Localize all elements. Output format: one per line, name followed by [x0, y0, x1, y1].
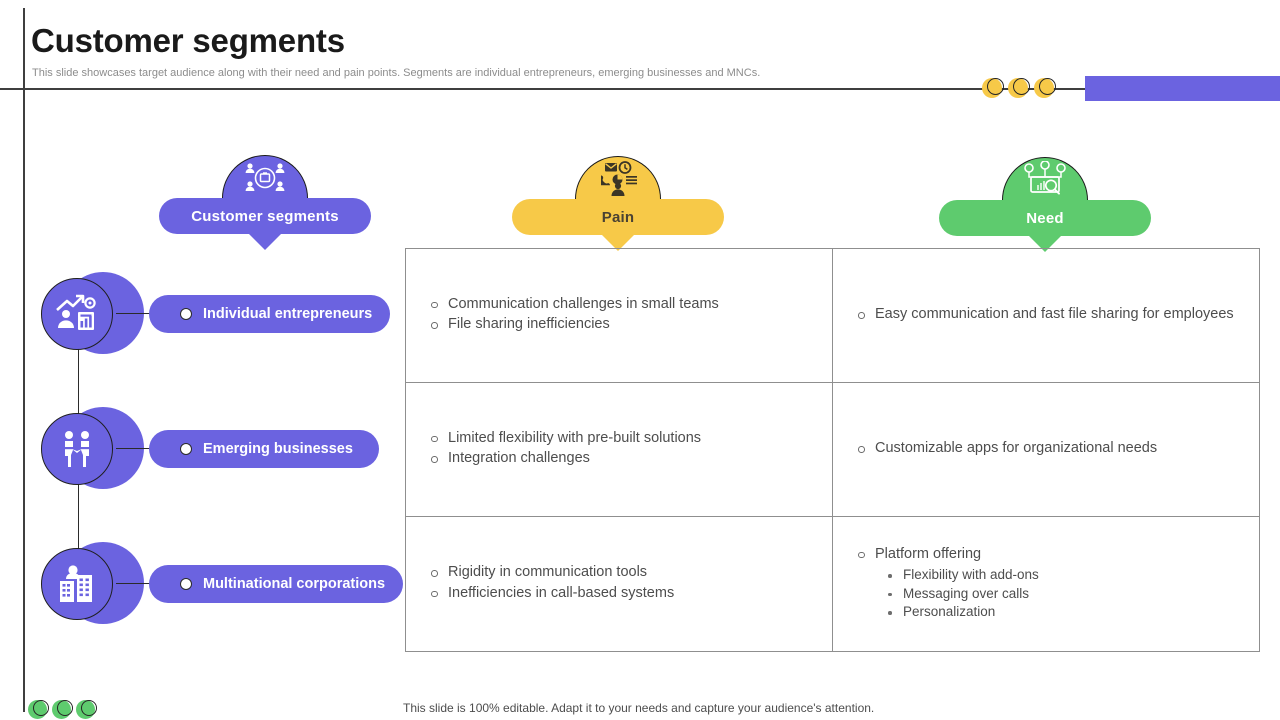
corporate-buildings-icon	[41, 548, 113, 620]
people-network-icon	[222, 155, 308, 198]
segment-connector-knob	[180, 308, 192, 320]
footer-dot-icon-1	[28, 700, 49, 719]
bullet-list: Communication challenges in small teams …	[420, 295, 818, 336]
list-item: Easy communication and fast file sharing…	[847, 305, 1245, 325]
column-header-pain-pill: Pain	[512, 199, 724, 235]
sub-bullet-list: Flexibility with add-ons Messaging over …	[875, 566, 1245, 622]
segments-pointer	[249, 234, 281, 250]
list-item: Limited flexibility with pre-built solut…	[420, 429, 818, 449]
footer-dot-icon-3	[76, 700, 97, 719]
footer-note: This slide is 100% editable. Adapt it to…	[403, 701, 875, 715]
pain-pointer	[602, 235, 634, 251]
header-dot-group	[982, 78, 1056, 98]
header-accent-bar	[1085, 76, 1280, 101]
communication-problems-icon	[575, 156, 661, 199]
matrix-cell-pain-2: Limited flexibility with pre-built solut…	[405, 382, 833, 518]
list-item: Platform offering Flexibility with add-o…	[847, 545, 1245, 622]
footer-dot-group	[28, 700, 97, 719]
list-item: Communication challenges in small teams	[420, 295, 818, 315]
column-header-segments-label: Customer segments	[191, 207, 339, 225]
bullet-list: Rigidity in communication tools Ineffici…	[420, 563, 818, 604]
matrix-row: Rigidity in communication tools Ineffici…	[405, 517, 1260, 652]
matrix-row: Limited flexibility with pre-built solut…	[405, 382, 1260, 518]
column-header-pain-label: Pain	[601, 208, 635, 226]
list-item: Integration challenges	[420, 449, 818, 469]
bullet-list: Platform offering Flexibility with add-o…	[847, 545, 1245, 623]
bullet-list: Customizable apps for organizational nee…	[847, 439, 1245, 460]
column-header-need-pill: Need	[939, 200, 1151, 236]
matrix-row: Communication challenges in small teams …	[405, 248, 1260, 383]
list-item-label: Platform offering	[875, 545, 982, 562]
segment-label-pill: Multinational corporations	[149, 565, 404, 603]
matrix-cell-need-3: Platform offering Flexibility with add-o…	[833, 517, 1260, 652]
column-header-need-label: Need	[1026, 209, 1064, 227]
list-item: Inefficiencies in call-based systems	[420, 584, 818, 604]
column-header-pain[interactable]: Pain	[512, 156, 724, 251]
segment-connector-knob	[180, 443, 192, 455]
list-item: Rigidity in communication tools	[420, 563, 818, 583]
page-subtitle: This slide showcases target audience alo…	[32, 67, 761, 79]
segment-label: Individual entrepreneurs	[203, 306, 373, 322]
column-header-need[interactable]: Need	[939, 157, 1151, 252]
dashboard-search-icon	[1002, 157, 1088, 200]
bullet-list: Limited flexibility with pre-built solut…	[420, 429, 818, 470]
list-item: File sharing inefficiencies	[420, 315, 818, 335]
segment-connector-knob	[180, 578, 192, 590]
column-header-segments[interactable]: Customer segments	[159, 155, 371, 250]
sub-list-item: Personalization	[875, 603, 1245, 622]
header-dot-icon-1	[982, 78, 1004, 98]
segment-label: Multinational corporations	[203, 576, 386, 592]
list-item: Customizable apps for organizational nee…	[847, 439, 1245, 459]
column-header-segments-pill: Customer segments	[159, 198, 371, 234]
header-divider-rule	[0, 88, 1280, 90]
growth-chart-person-icon	[41, 278, 113, 350]
header-dot-icon-2	[1008, 78, 1030, 98]
matrix-cell-pain-1: Communication challenges in small teams …	[405, 248, 833, 383]
matrix-cell-pain-3: Rigidity in communication tools Ineffici…	[405, 517, 833, 652]
sub-list-item: Flexibility with add-ons	[875, 566, 1245, 585]
footer-dot-icon-2	[52, 700, 73, 719]
bullet-list: Easy communication and fast file sharing…	[847, 305, 1245, 326]
handshake-icon	[41, 413, 113, 485]
segment-label: Emerging businesses	[203, 441, 353, 457]
pain-need-matrix: Communication challenges in small teams …	[405, 248, 1260, 652]
header-dot-icon-3	[1034, 78, 1056, 98]
matrix-cell-need-2: Customizable apps for organizational nee…	[833, 382, 1260, 518]
left-vertical-rule	[23, 8, 25, 712]
sub-list-item: Messaging over calls	[875, 585, 1245, 604]
matrix-cell-need-1: Easy communication and fast file sharing…	[833, 248, 1260, 383]
page-title: Customer segments	[31, 22, 345, 59]
